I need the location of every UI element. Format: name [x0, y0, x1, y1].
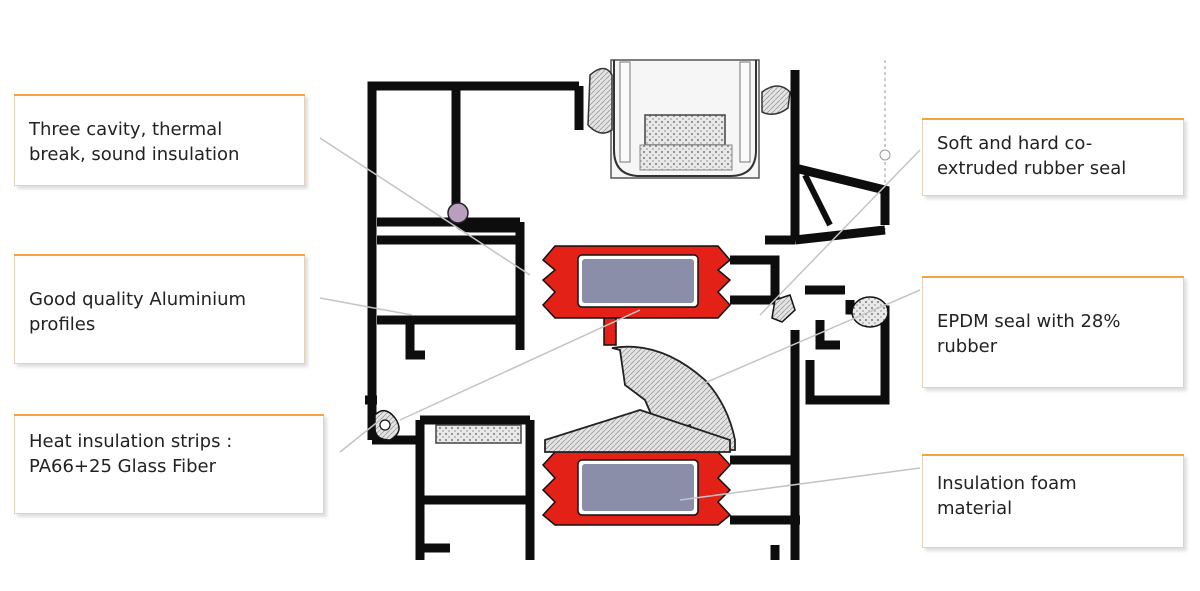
aluminium-frame: [365, 70, 890, 560]
callout-foam-text: Insulation foam material: [937, 473, 1077, 519]
lower-glazing-bead: [435, 424, 522, 444]
callout-soft-hard-seal-text: Soft and hard co- extruded rubber seal: [937, 133, 1127, 179]
callout-foam: Insulation foam material: [922, 454, 1184, 548]
seal-right-middle: [771, 294, 796, 323]
callout-aluminium-text: Good quality Aluminium profiles: [29, 289, 247, 335]
insulation-foam-bottom: [582, 464, 694, 511]
glass-pane-marker: [879, 149, 891, 161]
callout-accent-bar: [922, 276, 1184, 278]
callout-accent-bar: [14, 254, 305, 256]
callout-aluminium: Good quality Aluminium profiles: [14, 254, 305, 364]
callout-three-cavity: Three cavity, thermal break, sound insul…: [14, 94, 305, 186]
glazing-seal-right: [761, 85, 791, 115]
frame-sash-diagonal: [802, 173, 833, 227]
callout-epdm-seal-text: EPDM seal with 28% rubber: [937, 311, 1121, 357]
callout-accent-bar: [922, 118, 1184, 120]
glazing-seal-left: [587, 67, 613, 134]
thermal-break-bottom: [541, 431, 732, 526]
callout-epdm-seal: EPDM seal with 28% rubber: [922, 276, 1184, 388]
callout-heat-strips-text: Heat insulation strips : PA66+25 Glass F…: [29, 431, 233, 477]
leader-lines: [319, 137, 921, 501]
callout-accent-bar: [14, 414, 324, 416]
seal-top-left: [447, 202, 469, 224]
callout-three-cavity-text: Three cavity, thermal break, sound insul…: [29, 119, 240, 165]
callout-accent-bar: [14, 94, 305, 96]
central-gasket-base: [544, 409, 731, 453]
seal-left-lower-dot: [379, 419, 391, 431]
callout-accent-bar: [922, 454, 1184, 456]
thermal-break-top: [541, 245, 732, 346]
glass-unit: [610, 59, 760, 179]
callout-soft-hard-seal: Soft and hard co- extruded rubber seal: [922, 118, 1184, 196]
callout-heat-strips: Heat insulation strips : PA66+25 Glass F…: [14, 414, 324, 514]
insulation-foam-top: [582, 259, 694, 303]
